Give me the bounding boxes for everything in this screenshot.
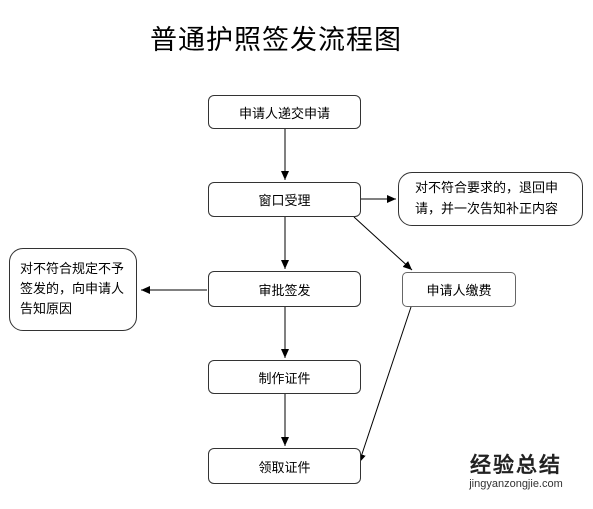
node-submit-application: 申请人递交申请	[208, 95, 361, 129]
arrow-window-to-pay	[353, 216, 413, 271]
note-rejected-reason: 对不符合规定不予签发的，向申请人告知原因	[9, 248, 137, 331]
watermark-logo: 经验总结 jingyanzongjie.com	[446, 453, 586, 491]
watermark-url-text: jingyanzongjie.com	[469, 478, 563, 490]
note-incomplete-return: 对不符合要求的，退回申请，并一次告知补正内容	[398, 172, 583, 226]
node-window-acceptance: 窗口受理	[208, 182, 361, 217]
watermark-main-text: 经验总结	[470, 452, 562, 477]
node-receive-document: 领取证件	[208, 448, 361, 484]
page-title: 普通护照签发流程图	[150, 25, 402, 56]
node-review-issue: 审批签发	[208, 271, 361, 307]
node-applicant-pays: 申请人缴费	[402, 272, 516, 307]
arrow-pay-to-receive	[358, 306, 412, 464]
node-produce-document: 制作证件	[208, 360, 361, 394]
